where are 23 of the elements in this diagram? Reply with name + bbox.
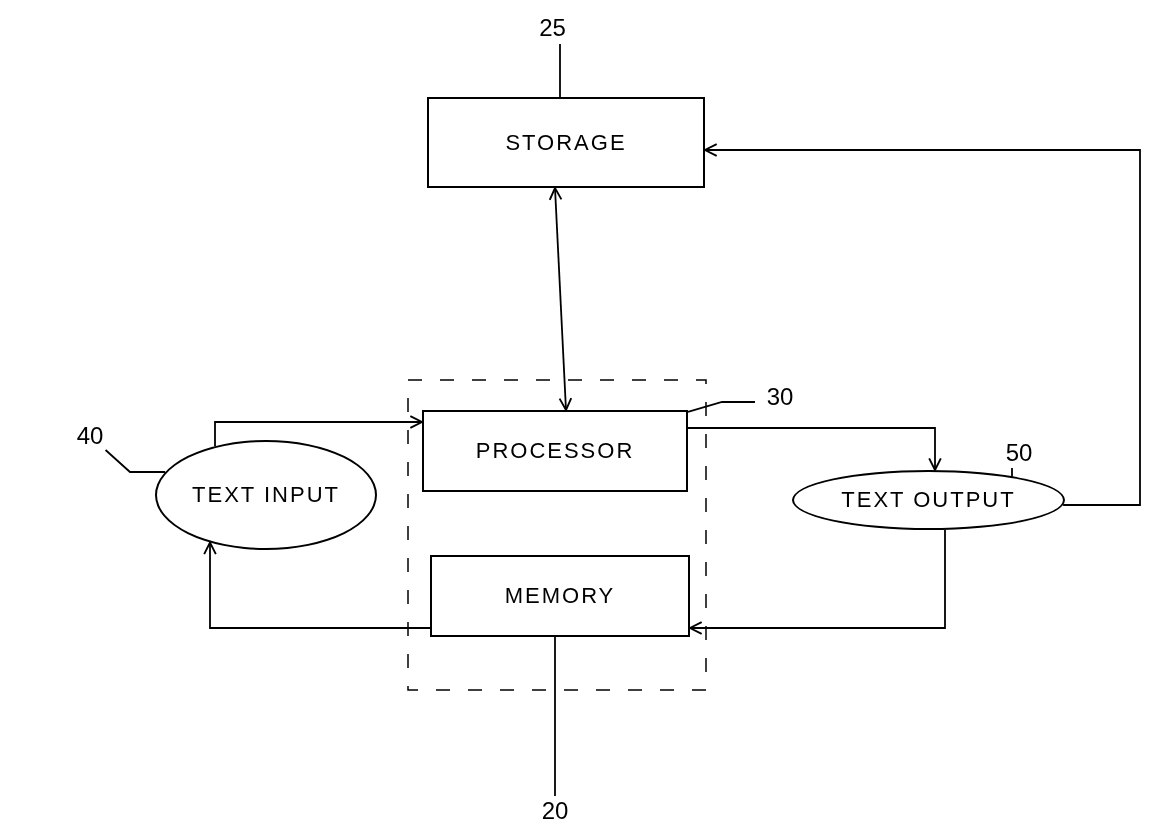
leader-line [104, 449, 167, 473]
arrow [687, 427, 942, 471]
callout-number: 40 [72, 422, 108, 450]
arrow [214, 415, 423, 448]
arrow [704, 143, 1141, 506]
node-label: TEXT OUTPUT [841, 487, 1016, 513]
callout-number: 30 [755, 382, 805, 412]
arrow [689, 528, 946, 635]
node-label: STORAGE [505, 129, 627, 156]
callout-number: 50 [995, 438, 1043, 468]
node-label: MEMORY [504, 583, 616, 609]
leader-line [687, 401, 756, 413]
process-box [422, 410, 688, 492]
node-label: PROCESSOR [475, 438, 635, 464]
leader-line [559, 43, 561, 98]
node-label: TEXT INPUT [192, 482, 340, 508]
process-box [427, 97, 705, 188]
callout-number: 20 [535, 796, 575, 826]
process-box [430, 555, 690, 637]
arrow [203, 541, 431, 629]
callout-number: 25 [530, 12, 575, 44]
arrow [548, 187, 573, 411]
leader-line [554, 636, 556, 797]
